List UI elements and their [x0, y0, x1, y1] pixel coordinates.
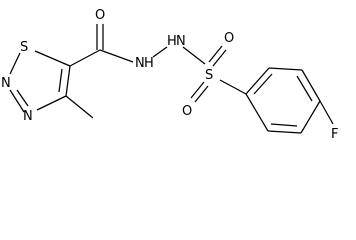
atom-fluorine: F [331, 127, 338, 142]
bond-ar-inner-2 [296, 75, 313, 102]
bond-c5-s [34, 50, 71, 67]
bond-n-c4 [36, 95, 67, 111]
atom-labels: S N N O N H N H S O O F [1, 8, 338, 142]
bond-n-n [9, 89, 25, 113]
atom-h-amide: H [144, 56, 154, 71]
bond-n-s-sulfonyl [182, 46, 206, 65]
atom-o-carbonyl: O [95, 8, 105, 23]
bond-ar-3 [301, 69, 321, 102]
bond-ar-inner-1 [253, 73, 273, 95]
bond-ar-4 [300, 100, 321, 134]
atom-n-ring-1: N [1, 76, 11, 91]
atom-o-sulfonyl-top: O [224, 31, 234, 46]
bond-c4-methyl [65, 95, 94, 119]
bond-ar-5 [267, 130, 302, 134]
atom-n-ring-2: N [23, 109, 33, 124]
atom-o-sulfonyl-bottom: O [182, 104, 192, 119]
bond-s-o-bottom [190, 81, 205, 99]
bond-s-n [9, 52, 21, 75]
structure-diagram: S N N O N H N H S O O F [1, 8, 338, 142]
atom-s-ring: S [20, 40, 28, 55]
bond-n-n-hydrazide [152, 46, 168, 58]
bond-ar-2 [268, 67, 303, 71]
bond-s-o-top-2 [212, 49, 227, 67]
bond-n-n-inner [16, 89, 29, 107]
bond-carbonyl-n [99, 49, 134, 63]
molecule-drawing: S N N O N H N H S O O F [1, 8, 338, 142]
bond-ar-1 [245, 67, 270, 95]
bond-c4-c5-inner [58, 68, 63, 93]
bond-ar-6 [245, 93, 269, 132]
atom-s-sulfonyl: S [205, 68, 213, 83]
atom-h-sulfonyl: H [167, 34, 177, 49]
bond-c5-carbonyl [69, 49, 101, 67]
bond-c-f [319, 100, 334, 125]
atom-n-amide: N [135, 56, 145, 71]
bond-s-aryl [219, 79, 247, 95]
bond-s-o-top [208, 45, 223, 63]
bond-ar-inner-3 [270, 123, 298, 127]
bond-c4-c5 [65, 65, 71, 97]
bonds [9, 24, 334, 134]
bond-s-o-bottom-2 [194, 85, 209, 103]
atom-n-sulfonyl: N [176, 34, 186, 49]
